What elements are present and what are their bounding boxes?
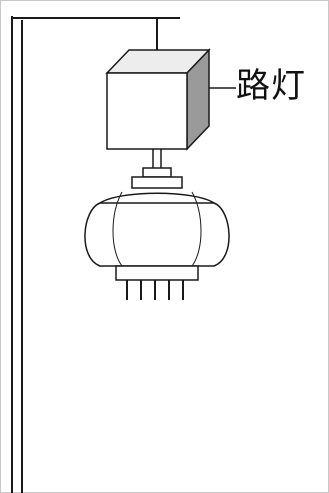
lantern-connector — [131, 149, 183, 189]
lamp-box — [105, 48, 211, 151]
lantern-body — [84, 191, 230, 267]
lamp-pole — [11, 16, 23, 493]
lamp-box-front — [106, 72, 188, 150]
lantern-bottom-cap — [115, 265, 199, 281]
lantern-tassels — [126, 280, 184, 300]
street-lamp-label: 路灯 — [236, 66, 306, 106]
